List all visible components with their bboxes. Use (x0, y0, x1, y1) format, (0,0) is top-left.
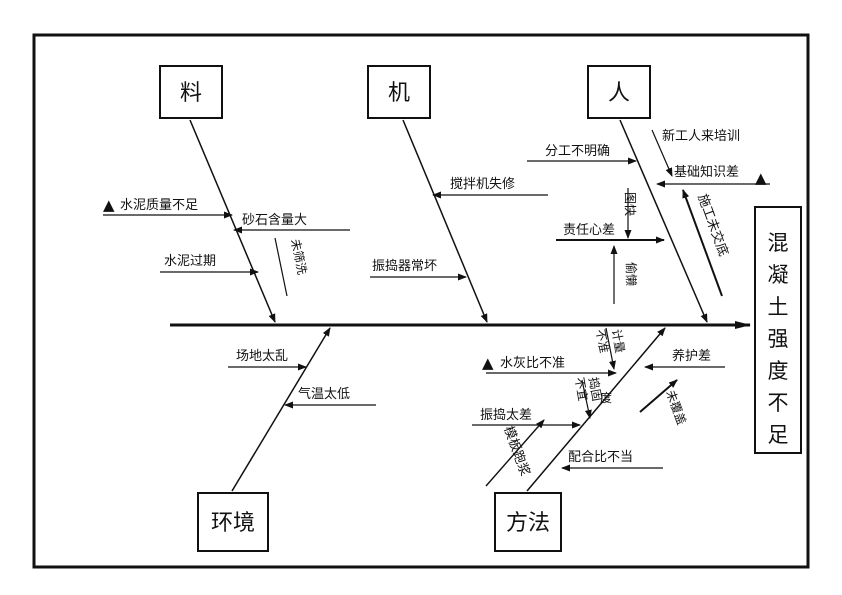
cause-mixer-maintenance: 搅拌机失修 (450, 176, 515, 192)
category-box-people: 人 (587, 65, 651, 119)
cause-vibrator-broken: 振捣器常坏 (372, 258, 437, 274)
branch-machine (402, 119, 488, 323)
effect-char: 不 (768, 391, 789, 415)
arrow-not-covered (639, 379, 678, 413)
effect-char: 强 (768, 327, 789, 351)
arrow-compaction (581, 379, 592, 419)
category-label-environment: 环境 (211, 511, 255, 536)
outer-frame (32, 33, 810, 569)
category-box-machine: 机 (367, 65, 431, 119)
cause-not-covered: 未覆盖 (663, 388, 688, 427)
branch-material (189, 119, 276, 323)
marker-icon: ▲ (482, 354, 494, 372)
cause-compaction: 捣固 (586, 376, 605, 402)
sub-line-not-sieved (274, 237, 288, 297)
category-label-machine: 机 (388, 81, 410, 106)
cause-metering: 计量 (609, 328, 627, 354)
arrow-formwork-leak (485, 419, 545, 487)
cause-convenience: 图快 (623, 192, 637, 216)
cause-poor-basics: 基础知识差 (674, 164, 739, 180)
category-box-environment: 环境 (197, 492, 269, 552)
marker-icon: ▲ (103, 196, 115, 214)
cause-vibration-poor: 振捣太差 (480, 407, 532, 423)
cause-formwork-leak: 模板跑浆 (500, 424, 532, 478)
cause-poor-curing: 养护差 (672, 348, 711, 364)
effect-box: 混凝土强度不足 (754, 206, 802, 454)
effect-label: 混凝土强度不足 (768, 231, 789, 447)
category-box-method: 方法 (494, 492, 562, 552)
category-label-material: 料 (180, 81, 202, 106)
cause-inaccurate-metering: 不准 (593, 328, 611, 354)
cause-degree: 度 (600, 390, 612, 405)
cause-water-cement-ratio: 水灰比不准 (500, 356, 565, 371)
effect-char: 凝 (768, 263, 789, 287)
cause-unclear-division: 分工不明确 (545, 144, 610, 159)
cause-improper-compaction: 不宜 (572, 376, 591, 402)
branch-people (619, 119, 708, 323)
marker-icon: ▲ (755, 169, 767, 187)
branch-environment (231, 327, 331, 492)
cause-sand-content: 砂石含量大 (242, 212, 307, 228)
cause-responsibility: 责任心差 (563, 223, 615, 238)
arrow-metering (605, 327, 616, 370)
branch-method (526, 327, 666, 492)
category-label-people: 人 (608, 81, 630, 106)
arrow-no-handover (682, 189, 723, 297)
cause-messy-site: 场地太乱 (236, 349, 288, 364)
effect-char: 混 (768, 231, 789, 255)
cause-new-worker-training: 新工人来培训 (662, 128, 740, 144)
cause-not-sieved: 未筛洗 (288, 238, 310, 276)
cause-cement-expired: 水泥过期 (164, 254, 216, 269)
cause-low-temperature: 气温太低 (298, 386, 350, 402)
category-label-method: 方法 (506, 511, 550, 536)
effect-char: 足 (768, 423, 789, 447)
effect-char: 度 (768, 359, 789, 383)
arrow-new-worker-training (651, 129, 673, 177)
cause-laziness: 偷懒 (624, 262, 639, 286)
cause-no-handover: 施工未交底 (694, 192, 731, 259)
cause-mix-ratio: 配合比不当 (568, 450, 633, 465)
effect-char: 土 (768, 295, 789, 319)
cause-cement-quality: 水泥质量不足 (120, 198, 198, 213)
category-box-material: 料 (159, 65, 223, 119)
